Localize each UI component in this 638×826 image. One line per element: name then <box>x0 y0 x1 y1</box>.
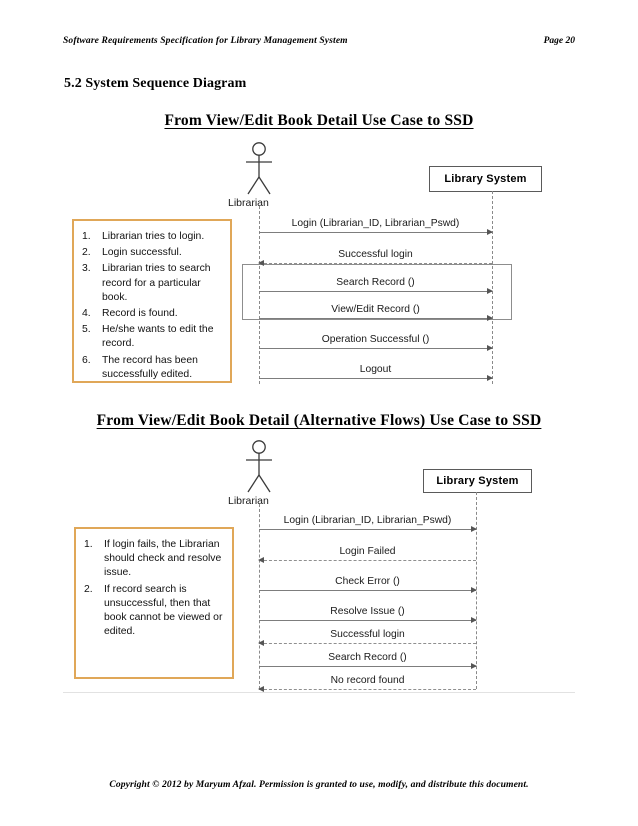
actor-label-librarian-1: Librarian <box>228 197 269 209</box>
actor-librarian-2 <box>243 440 275 494</box>
note-item-number: 3. <box>82 263 91 275</box>
system-box-2: Library System <box>423 469 532 493</box>
note-item-text: If login fails, the Librarian should che… <box>104 539 222 579</box>
note-item-number: 1. <box>82 231 91 242</box>
system-box-label-2: Library System <box>436 475 519 487</box>
arrowhead-left-icon <box>258 557 264 563</box>
arrowhead-right-icon <box>487 229 493 235</box>
message-1-3-label: Search Record () <box>336 277 415 288</box>
note-item: 2. Login successful. <box>80 246 222 260</box>
note-item: 6. The record has been successfully edite… <box>80 354 222 382</box>
stick-figure-actor-icon <box>246 142 272 195</box>
arrowhead-right-icon <box>487 288 493 294</box>
lifeline-actor-1 <box>259 206 260 384</box>
note-item: 3. Librarian tries to search record for a… <box>80 262 222 305</box>
page-header: Software Requirements Specification for … <box>63 36 575 46</box>
arrowhead-left-icon <box>258 686 264 692</box>
system-box-1: Library System <box>429 166 542 192</box>
note-item-text: If record search is unsuccessful, then t… <box>104 583 223 638</box>
message-1-1-label: Login (Librarian_ID, Librarian_Pswd) <box>291 218 460 229</box>
message-2-5-label: Successful login <box>330 629 405 640</box>
note-item: 5. He/she wants to edit the record. <box>80 323 222 351</box>
system-box-label-1: Library System <box>444 173 527 185</box>
lifeline-actor-2 <box>259 504 260 689</box>
message-1-6-label: Logout <box>359 364 392 375</box>
note-box-2: 1. If login fails, the Librarian should c… <box>74 527 234 679</box>
message-2-4-label: Resolve Issue () <box>330 606 405 617</box>
stick-figure-actor-icon <box>246 440 272 493</box>
note-item-number: 2. <box>84 583 93 595</box>
note-item-text: He/she wants to edit the record. <box>102 324 214 350</box>
lifeline-system-1 <box>492 191 493 384</box>
message-2-2-label: Login Failed <box>339 546 396 557</box>
actor-label-librarian-2: Librarian <box>228 495 269 507</box>
note-item: 1. If login fails, the Librarian should c… <box>82 538 224 581</box>
arrowhead-right-icon <box>471 526 477 532</box>
note-item-number: 2. <box>82 247 91 259</box>
arrowhead-right-icon <box>487 315 493 321</box>
note-item-text: Login successful. <box>102 247 182 259</box>
diagram-1-title: From View/Edit Book Detail Use Case to S… <box>164 112 474 129</box>
footer-copyright: Copyright © 2012 by Maryum Afzal. Permis… <box>109 779 529 790</box>
arrowhead-right-icon <box>471 587 477 593</box>
note-item-number: 1. <box>84 539 93 550</box>
note-item-text: Librarian tries to login. <box>102 231 205 242</box>
note-item-number: 4. <box>82 308 91 320</box>
actor-librarian-1 <box>243 142 275 196</box>
message-2-3-label: Check Error () <box>335 576 400 587</box>
arrowhead-right-icon <box>487 345 493 351</box>
arrowhead-right-icon <box>471 663 477 669</box>
note-item-text: Librarian tries to search record for a p… <box>102 263 211 303</box>
message-2-7-label: No record found <box>330 675 405 686</box>
arrowhead-left-icon <box>258 260 264 266</box>
note-item-text: Record is found. <box>102 308 178 320</box>
section-heading: 5.2 System Sequence Diagram <box>64 76 247 91</box>
note-item-number: 6. <box>82 354 91 366</box>
message-1-2-label: Successful login <box>338 249 413 260</box>
note-box-1: 1. Librarian tries to login. 2. Login succ… <box>72 219 232 383</box>
note-item: 1. Librarian tries to login. <box>80 230 222 244</box>
message-2-6-label: Search Record () <box>328 652 407 663</box>
note-item-text: The record has been successfully edited. <box>102 354 198 380</box>
note-item: 2. If record search is unsuccessful, then… <box>82 583 224 640</box>
message-frame-1 <box>242 264 512 320</box>
footer-separator <box>63 692 575 693</box>
message-2-1-label: Login (Librarian_ID, Librarian_Pswd) <box>283 515 452 526</box>
diagram-2-title: From View/Edit Book Detail (Alternative … <box>96 412 542 429</box>
arrowhead-right-icon <box>471 617 477 623</box>
note-list-1: 1. Librarian tries to login. 2. Login succ… <box>80 230 222 382</box>
header-page-number: Page 20 <box>543 36 575 46</box>
note-item: 4. Record is found. <box>80 307 222 321</box>
message-1-4-label: View/Edit Record () <box>331 304 420 315</box>
message-1-5-label: Operation Successful () <box>321 334 430 345</box>
header-title: Software Requirements Specification for … <box>63 36 348 46</box>
note-list-2: 1. If login fails, the Librarian should c… <box>82 538 224 639</box>
note-item-number: 5. <box>82 324 91 336</box>
arrowhead-right-icon <box>487 375 493 381</box>
arrowhead-left-icon <box>258 640 264 646</box>
